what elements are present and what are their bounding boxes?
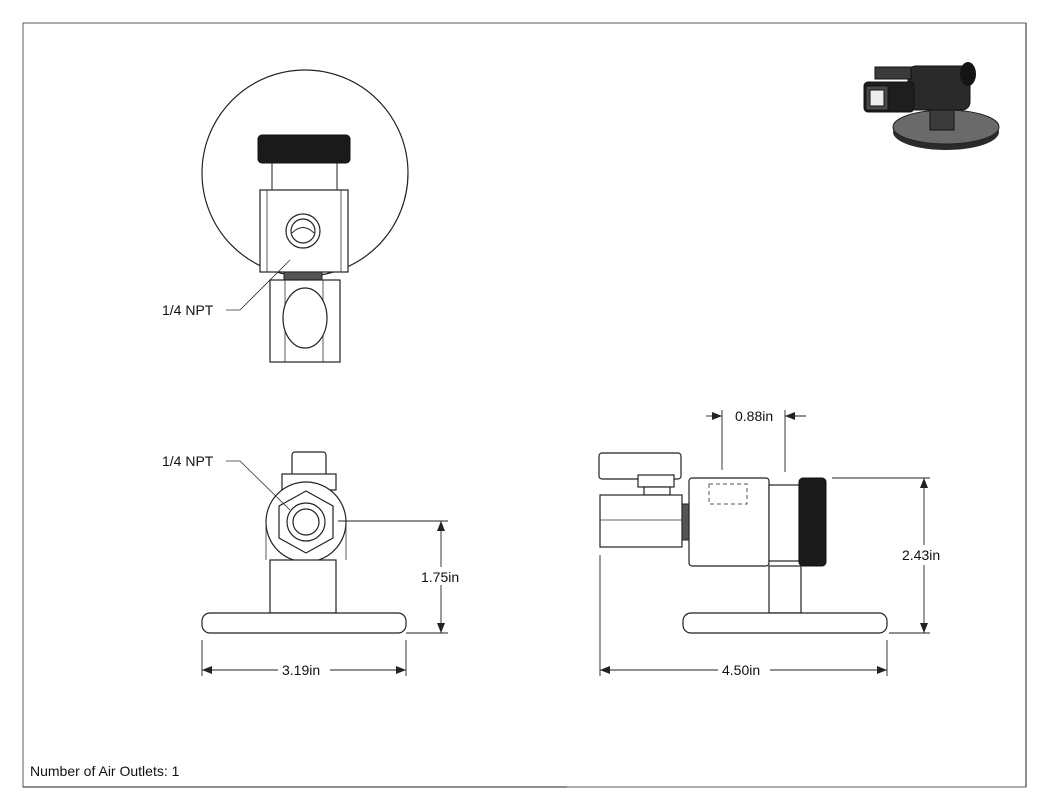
dim-front-height-label: 1.75in [421, 569, 459, 585]
dim-side-offset-label: 0.88in [735, 408, 773, 424]
dim-side-width-label: 4.50in [722, 662, 760, 678]
callout-front-npt: 1/4 NPT [162, 453, 214, 469]
side-view [598, 410, 930, 676]
dim-side-height-label: 2.43in [902, 547, 940, 563]
air-outlets-note: Number of Air Outlets: 1 [30, 763, 180, 779]
callout-top-npt: 1/4 NPT [162, 302, 214, 318]
top-view [201, 69, 409, 363]
drawing-border [22, 22, 1027, 788]
isometric-view [863, 62, 1000, 150]
front-view [201, 451, 448, 676]
dim-front-width-label: 3.19in [282, 662, 320, 678]
